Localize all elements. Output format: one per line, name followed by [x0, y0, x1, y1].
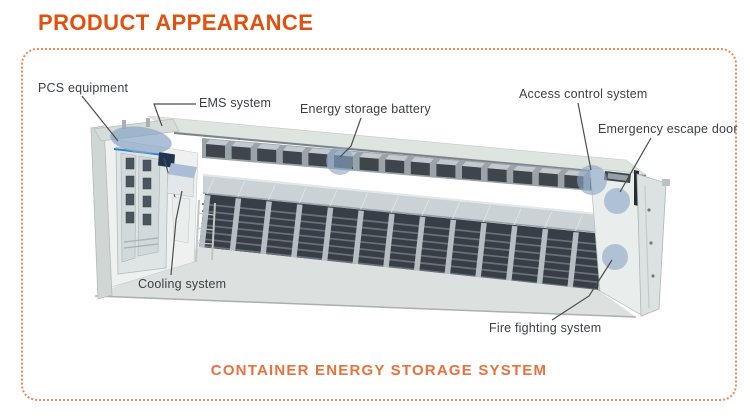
- label-emergency-escape-door: Emergency escape door: [598, 122, 738, 136]
- caption: CONTAINER ENERGY STORAGE SYSTEM: [210, 362, 548, 379]
- label-energy-storage-battery: Energy storage battery: [300, 102, 431, 116]
- end-door-panel: [636, 173, 667, 317]
- container-left-end: [90, 118, 216, 300]
- label-fire-fighting-system: Fire fighting system: [489, 321, 602, 335]
- antenna: [122, 120, 126, 129]
- leader-battery: [339, 117, 362, 158]
- cooling-unit: [166, 163, 197, 244]
- label-cooling-system: Cooling system: [138, 277, 227, 291]
- leader-ems: [153, 103, 196, 127]
- content-frame: [21, 48, 737, 401]
- pcs-cabinet: [115, 146, 169, 275]
- leader-lines: [81, 95, 652, 321]
- highlight-battery: [326, 147, 354, 175]
- leader-escape-door: [619, 137, 652, 193]
- container-floor: [94, 247, 637, 318]
- highlight-markers: [110, 126, 630, 270]
- antenna: [146, 118, 150, 127]
- leader-access-control: [577, 102, 592, 171]
- container-right-end: [589, 167, 670, 317]
- rack-frame: [195, 199, 216, 263]
- highlight-fire-fighting: [602, 244, 628, 270]
- leader-pcs: [81, 95, 119, 142]
- leader-fire-fighting: [551, 259, 613, 321]
- label-ems-system: EMS system: [199, 96, 272, 110]
- front-rack-rail: [202, 174, 607, 234]
- label-pcs-equipment: PCS equipment: [38, 81, 129, 95]
- highlight-ems: [110, 126, 172, 154]
- highlight-access-control: [577, 165, 607, 195]
- leader-cooling: [170, 190, 183, 276]
- highlight-escape-door: [604, 188, 630, 214]
- page-title: PRODUCT APPEARANCE: [38, 10, 314, 35]
- label-access-control-system: Access control system: [519, 87, 648, 101]
- front-battery-racks: [199, 194, 610, 292]
